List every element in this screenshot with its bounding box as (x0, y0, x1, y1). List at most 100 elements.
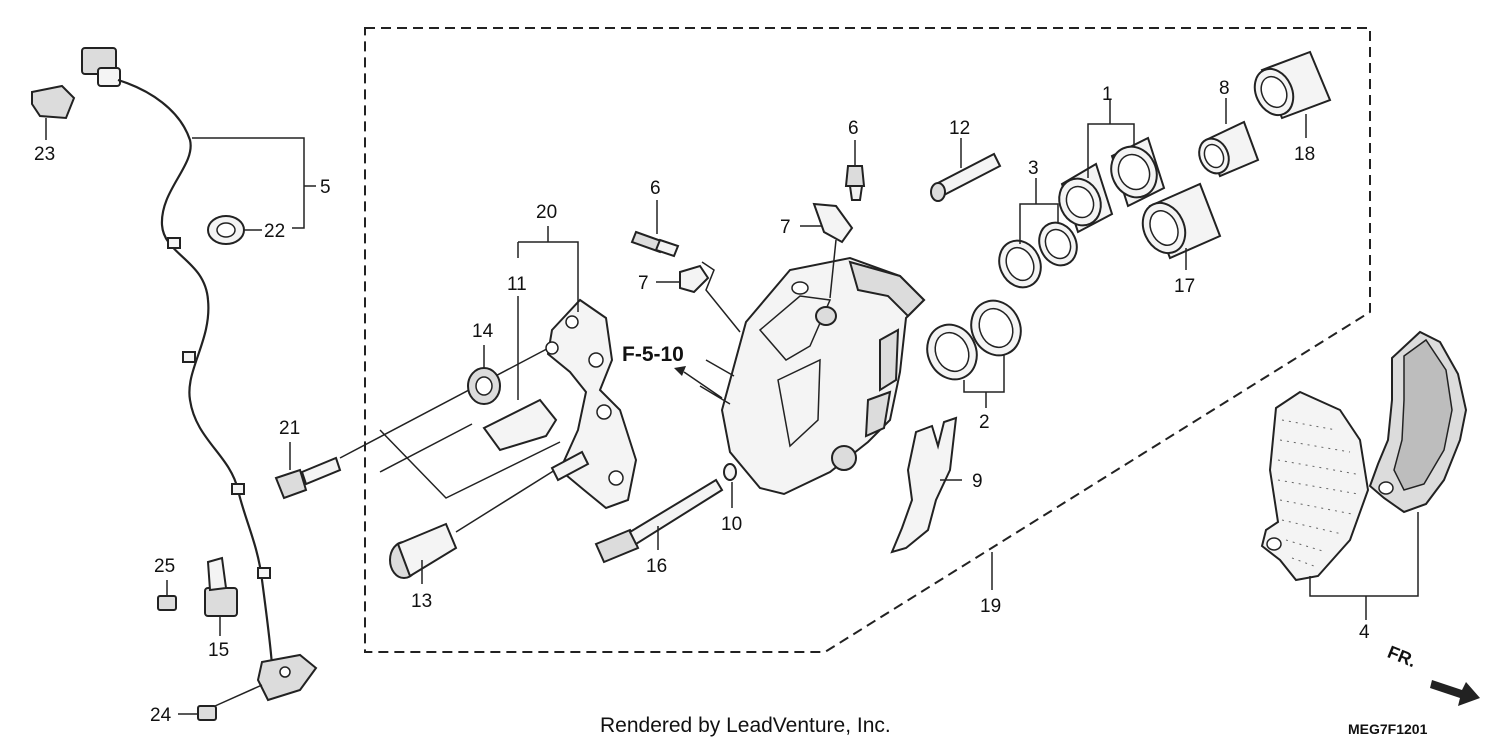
callout-24: 24 (150, 705, 172, 726)
assembly-line (214, 684, 263, 707)
caliper-rib (777, 358, 821, 448)
pad-hole (1378, 481, 1394, 495)
bleeder-valve-6b-part (844, 165, 866, 201)
sensor-bracket-part (204, 587, 238, 617)
callout-12: 12 (949, 118, 970, 139)
wire-clamp-inner (216, 222, 236, 238)
assembly-boundary (364, 27, 1371, 653)
callout-6b: 6 (848, 118, 859, 139)
pad-hole (1266, 537, 1282, 551)
callout-21: 21 (279, 418, 300, 439)
callout-8: 8 (1219, 78, 1230, 99)
callout-7b: 7 (780, 217, 791, 238)
caliper-finger (879, 328, 900, 392)
speed-sensor-part (256, 653, 318, 702)
piston-seal-3-part (998, 221, 1078, 289)
callout-17: 17 (1174, 276, 1195, 297)
caliper-finger (864, 390, 892, 438)
callout-3: 3 (1028, 158, 1039, 179)
bracket-hole (545, 341, 559, 355)
callout-10: 10 (721, 514, 742, 535)
callout-11: 11 (507, 274, 527, 295)
assembly-line (379, 429, 561, 499)
bracket-hole (588, 352, 604, 368)
leader-5 (192, 137, 316, 229)
leader-2 (963, 354, 1005, 408)
leader-4 (1309, 512, 1419, 620)
callout-6a: 6 (650, 178, 661, 199)
pad-friction-texture (1277, 419, 1359, 567)
caliper-bracket-part (546, 298, 638, 510)
wire-grommet (182, 351, 196, 363)
sensor-hole (279, 666, 291, 678)
boot-14-inner (475, 376, 493, 396)
callout-19: 19 (980, 596, 1001, 617)
callout-7a: 7 (638, 273, 649, 294)
leader-3 (1019, 178, 1059, 244)
assembly-line (455, 469, 556, 533)
callout-25: 25 (154, 556, 175, 577)
leader-11-20-bracket (517, 226, 579, 312)
bolt-part (157, 595, 177, 611)
bleeder-cap-7a-part (679, 264, 710, 294)
connector-boot (97, 67, 121, 87)
wire-grommet (167, 237, 181, 249)
reference-lines (683, 359, 735, 405)
callout-16: 16 (646, 556, 667, 577)
piston-17-part (1141, 182, 1222, 260)
assembly-line (339, 341, 561, 459)
leader-1 (1087, 100, 1135, 178)
wire-grommet (257, 567, 271, 579)
bolt-part (197, 705, 217, 721)
credit-text: Rendered by LeadVenture, Inc. (600, 714, 891, 737)
bracket-hole (596, 404, 612, 420)
front-direction-label: FR. (1385, 642, 1419, 671)
callout-13: 13 (411, 591, 432, 612)
caliper-boss (815, 306, 837, 326)
callout-9: 9 (972, 471, 983, 492)
speed-sensor-harness (81, 47, 318, 702)
pad-spring-9-part (890, 416, 958, 554)
callout-1: 1 (1102, 84, 1113, 105)
callout-15: 15 (208, 640, 229, 661)
caliper-boss (791, 281, 809, 295)
piston-seal-2-part (926, 299, 1022, 381)
callout-2: 2 (979, 412, 990, 433)
sensor-wire (117, 78, 274, 666)
callout-20: 20 (536, 202, 557, 223)
pad-pin-12-part (930, 152, 1002, 202)
slide-pin-16-part (594, 478, 724, 564)
callout-14: 14 (472, 321, 494, 342)
caliper-finger (848, 260, 926, 318)
bracket-pin (550, 450, 590, 482)
leader-caliper-top (829, 239, 837, 299)
callout-22: 22 (264, 221, 285, 242)
harness-clip-part (31, 84, 76, 120)
assembly-line (379, 423, 473, 473)
piston-8-part (1198, 120, 1260, 178)
caliper-boss (831, 445, 857, 471)
caliper-body-part (720, 256, 926, 496)
reference-label: F-5-10 (622, 343, 684, 366)
piston-1-part (1058, 136, 1166, 234)
diagram-code: MEG7F1201 (1348, 721, 1428, 737)
callout-18: 18 (1294, 144, 1315, 165)
leader-caliper-left (701, 261, 741, 333)
bleeder-cap-7b-part (812, 202, 854, 244)
bracket-hole (565, 315, 579, 329)
callout-5: 5 (320, 177, 331, 198)
slide-pin-13-part (389, 522, 458, 579)
pad-friction-layer (1393, 338, 1453, 491)
reference-arrow (674, 366, 686, 376)
bleeder-valve-6a-part (630, 230, 680, 258)
pad-spring-11-part (482, 398, 558, 452)
front-direction-arrow (1430, 680, 1480, 706)
bolt-21-part (274, 456, 342, 500)
piston-18-part (1253, 50, 1332, 120)
washer-10-part (723, 463, 737, 481)
wire-grommet (231, 483, 245, 495)
bracket-hole (608, 470, 624, 486)
brake-pad-front-part (1260, 390, 1370, 582)
bracket-stay (206, 556, 228, 592)
